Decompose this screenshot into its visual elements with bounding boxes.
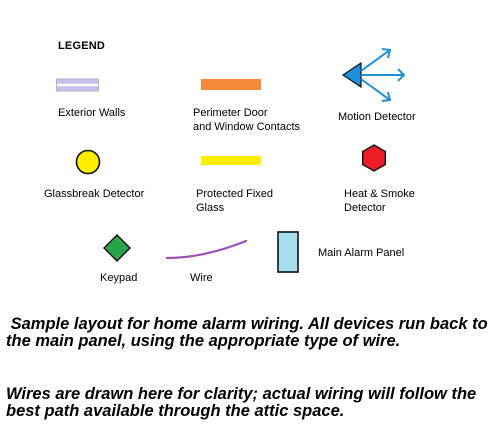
caption-paragraph-2: Wires are drawn here for clarity; actual… <box>6 385 477 420</box>
wire-label: Wire <box>190 272 213 284</box>
heat-smoke-label-line2: Detector <box>344 202 386 214</box>
glassbreak-detector-symbol <box>75 149 101 175</box>
main-alarm-panel-symbol <box>277 231 299 273</box>
protected-glass-label-line1: Protected Fixed <box>196 188 274 200</box>
exterior-walls-label: Exterior Walls <box>58 107 126 119</box>
perimeter-contacts-label-line1: Perimeter Door <box>193 107 268 119</box>
legend-title: LEGEND <box>58 40 106 52</box>
glassbreak-detector-label: Glassbreak Detector <box>44 188 145 200</box>
caption-paragraph-1: Sample layout for home alarm wiring. All… <box>6 315 493 350</box>
keypad-symbol <box>103 234 131 262</box>
heat-smoke-label-line1: Heat & Smoke <box>344 188 415 200</box>
perimeter-contact-symbol <box>201 79 261 90</box>
protected-glass-label-line2: Glass <box>196 202 225 214</box>
motion-detector-symbol <box>341 48 406 102</box>
wire-symbol <box>166 239 248 260</box>
main-alarm-panel-label: Main Alarm Panel <box>318 247 405 259</box>
heat-smoke-detector-symbol <box>362 144 386 172</box>
perimeter-contacts-label-line2: and Window Contacts <box>193 121 300 133</box>
exterior-wall-symbol <box>56 78 99 92</box>
keypad-label: Keypad <box>100 272 138 284</box>
motion-detector-label: Motion Detector <box>338 111 416 123</box>
protected-glass-symbol <box>201 156 261 165</box>
